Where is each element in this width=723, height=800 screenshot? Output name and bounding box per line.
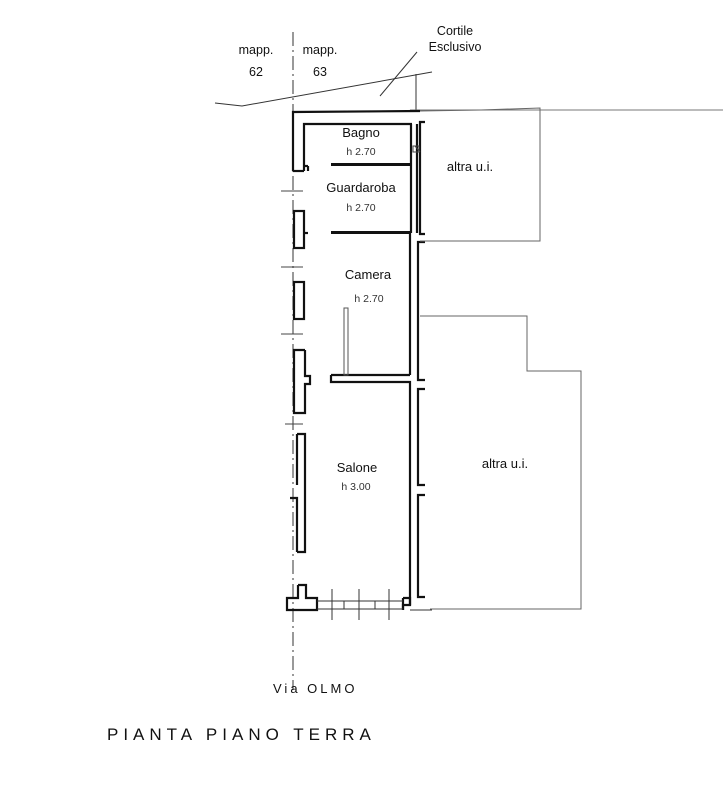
parcel-63-number: 63: [313, 65, 327, 79]
courtyard-label-line2: Esclusivo: [428, 40, 482, 54]
adjacent-unit-bottom-label: altra u.i.: [481, 456, 529, 471]
adjacent-units-outline: [419, 107, 582, 610]
room-salone-name: Salone: [336, 460, 378, 475]
room-bagno-height: h 2.70: [346, 146, 376, 158]
parcel-62-label: mapp. 62: [239, 39, 274, 83]
parcel-62-prefix: mapp.: [238, 43, 274, 57]
room-camera-name: Camera: [344, 267, 392, 282]
parcel-62-number: 62: [249, 65, 263, 79]
front-glazing: [317, 589, 432, 620]
room-camera-height: h 2.70: [354, 293, 384, 305]
adjacent-unit-top-label: altra u.i.: [446, 159, 494, 174]
parcel-63-prefix: mapp.: [302, 43, 338, 57]
parcel-63-label: mapp. 63: [303, 39, 338, 83]
street-name: Via OLMO: [273, 681, 358, 696]
camera-partition: [343, 307, 349, 376]
courtyard-label: Cortile Esclusivo: [429, 23, 482, 55]
drawing-title: PIANTA PIANO TERRA: [107, 725, 376, 744]
courtyard-boundary: [214, 51, 723, 111]
room-salone-height: h 3.00: [341, 481, 371, 493]
room-bagno-name: Bagno: [342, 125, 380, 140]
room-guardaroba-height: h 2.70: [346, 202, 376, 214]
door-marks: [281, 145, 421, 425]
courtyard-leader-line: [379, 51, 418, 97]
courtyard-label-line1: Cortile: [436, 24, 474, 38]
walls: [285, 109, 425, 612]
room-guardaroba-name: Guardaroba: [326, 180, 396, 195]
